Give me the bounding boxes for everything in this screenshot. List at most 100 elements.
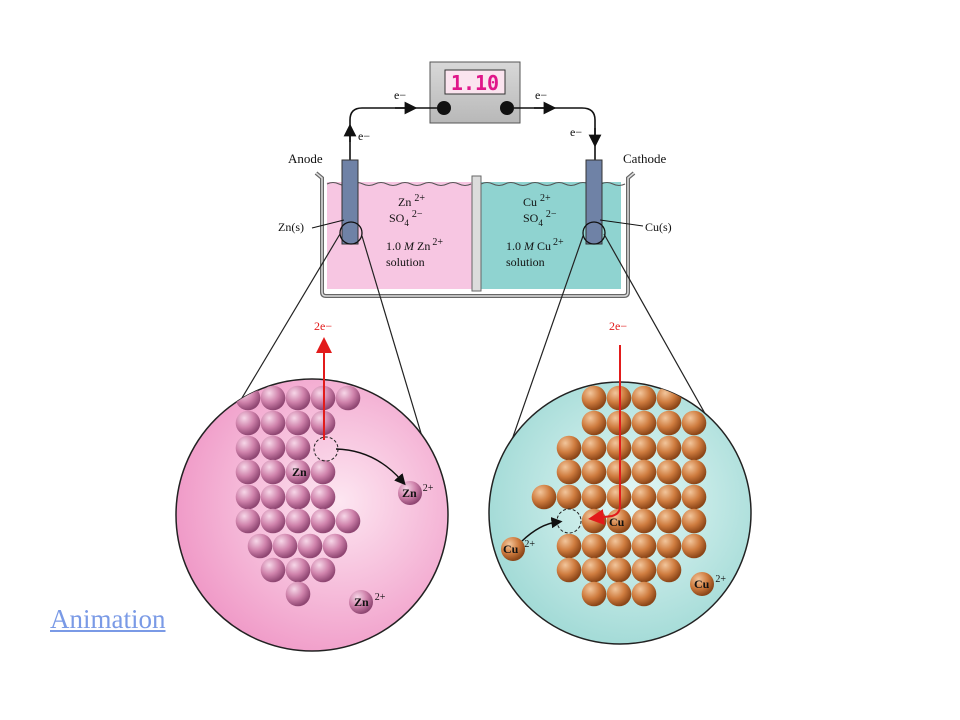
copper-atom — [681, 484, 707, 510]
zinc-atom — [235, 385, 261, 411]
zinc-atom — [260, 459, 286, 485]
zinc-atom — [310, 459, 336, 485]
svg-text:Zn2+: Zn2+ — [398, 193, 425, 209]
zinc-electrode — [341, 159, 359, 245]
copper-atom — [656, 435, 682, 461]
copper-electrode — [585, 159, 603, 245]
zinc-metal-label: Zn(s) — [278, 220, 304, 234]
copper-atom — [681, 508, 707, 534]
copper-atom — [581, 410, 607, 436]
copper-atom — [681, 533, 707, 559]
copper-atom — [606, 533, 632, 559]
copper-atom — [581, 385, 607, 411]
zinc-atom — [260, 508, 286, 534]
zinc-atom — [285, 459, 311, 485]
copper-atom — [656, 484, 682, 510]
zinc-atom — [247, 533, 273, 559]
voltmeter-reading: 1.10 — [451, 71, 499, 95]
zinc-atom — [260, 385, 286, 411]
zinc-electron-label: 2e− — [314, 319, 332, 333]
zinc-atom — [235, 410, 261, 436]
svg-text:solution: solution — [386, 255, 425, 269]
zinc-atom — [310, 484, 336, 510]
cathode-label: Cathode — [623, 151, 667, 166]
zinc-atom — [235, 484, 261, 510]
copper-atom — [631, 557, 657, 583]
zinc-atom — [285, 581, 311, 607]
zinc-atom — [285, 557, 311, 583]
copper-atom — [556, 533, 582, 559]
zinc-ion-solution — [349, 590, 373, 614]
copper-atom — [606, 581, 632, 607]
voltmeter-terminal-left — [437, 101, 451, 115]
copper-atom — [581, 533, 607, 559]
zinc-atom — [310, 557, 336, 583]
copper-atom — [631, 459, 657, 485]
zinc-ion-released — [398, 481, 422, 505]
zinc-atom — [235, 435, 261, 461]
svg-text:Cu2+: Cu2+ — [503, 539, 535, 556]
voltmeter: 1.10 — [429, 61, 521, 124]
salt-bridge-divider — [471, 175, 482, 292]
cathode-zoom-marker — [582, 221, 606, 245]
copper-atom — [656, 459, 682, 485]
svg-text:SO42−: SO42− — [523, 209, 557, 228]
zinc-atom — [335, 508, 361, 534]
copper-atom — [681, 410, 707, 436]
copper-atom — [631, 484, 657, 510]
zinc-atom — [285, 435, 311, 461]
copper-ion-solution — [690, 572, 714, 596]
copper-atom — [631, 533, 657, 559]
copper-atom — [656, 557, 682, 583]
electron-label-cathode-wire: e− — [570, 125, 582, 139]
copper-atom — [656, 410, 682, 436]
svg-text:Zn2+: Zn2+ — [402, 483, 434, 500]
anode-label: Anode — [288, 151, 323, 166]
copper-atom — [556, 484, 582, 510]
zinc-atom — [310, 508, 336, 534]
copper-atom — [656, 533, 682, 559]
svg-text:Zn2+: Zn2+ — [354, 592, 386, 609]
copper-atom — [631, 581, 657, 607]
copper-atom — [681, 435, 707, 461]
copper-atom — [631, 435, 657, 461]
zinc-atom — [285, 385, 311, 411]
copper-atom — [681, 459, 707, 485]
svg-text:SO42−: SO42− — [389, 209, 423, 228]
zinc-atom — [272, 533, 298, 559]
svg-text:solution: solution — [506, 255, 545, 269]
copper-atom-label: Cu — [609, 515, 625, 529]
zinc-atom — [335, 385, 361, 411]
copper-atom — [581, 435, 607, 461]
zinc-atom — [285, 484, 311, 510]
anode-zoom-marker — [339, 221, 363, 245]
copper-atom — [581, 581, 607, 607]
voltmeter-terminal-right — [500, 101, 514, 115]
copper-atom — [556, 557, 582, 583]
copper-atom — [606, 557, 632, 583]
zinc-atom — [235, 508, 261, 534]
copper-atom — [556, 459, 582, 485]
copper-atom — [631, 385, 657, 411]
beaker — [314, 171, 636, 298]
copper-atom — [581, 459, 607, 485]
zinc-atom — [322, 533, 348, 559]
zinc-atom — [285, 508, 311, 534]
zinc-atom — [260, 435, 286, 461]
animation-link[interactable]: Animation — [50, 604, 166, 634]
zinc-atom — [235, 459, 261, 485]
electron-label-top-right: e− — [535, 88, 547, 102]
copper-metal-label: Cu(s) — [645, 220, 672, 234]
svg-text:Cu2+: Cu2+ — [523, 193, 551, 209]
electron-label-top-left: e− — [394, 88, 406, 102]
svg-text:Cu2+: Cu2+ — [694, 574, 726, 591]
external-wire — [343, 101, 602, 160]
copper-atom — [581, 557, 607, 583]
zinc-atom — [285, 410, 311, 436]
copper-atom — [531, 484, 557, 510]
copper-atom — [581, 508, 607, 534]
